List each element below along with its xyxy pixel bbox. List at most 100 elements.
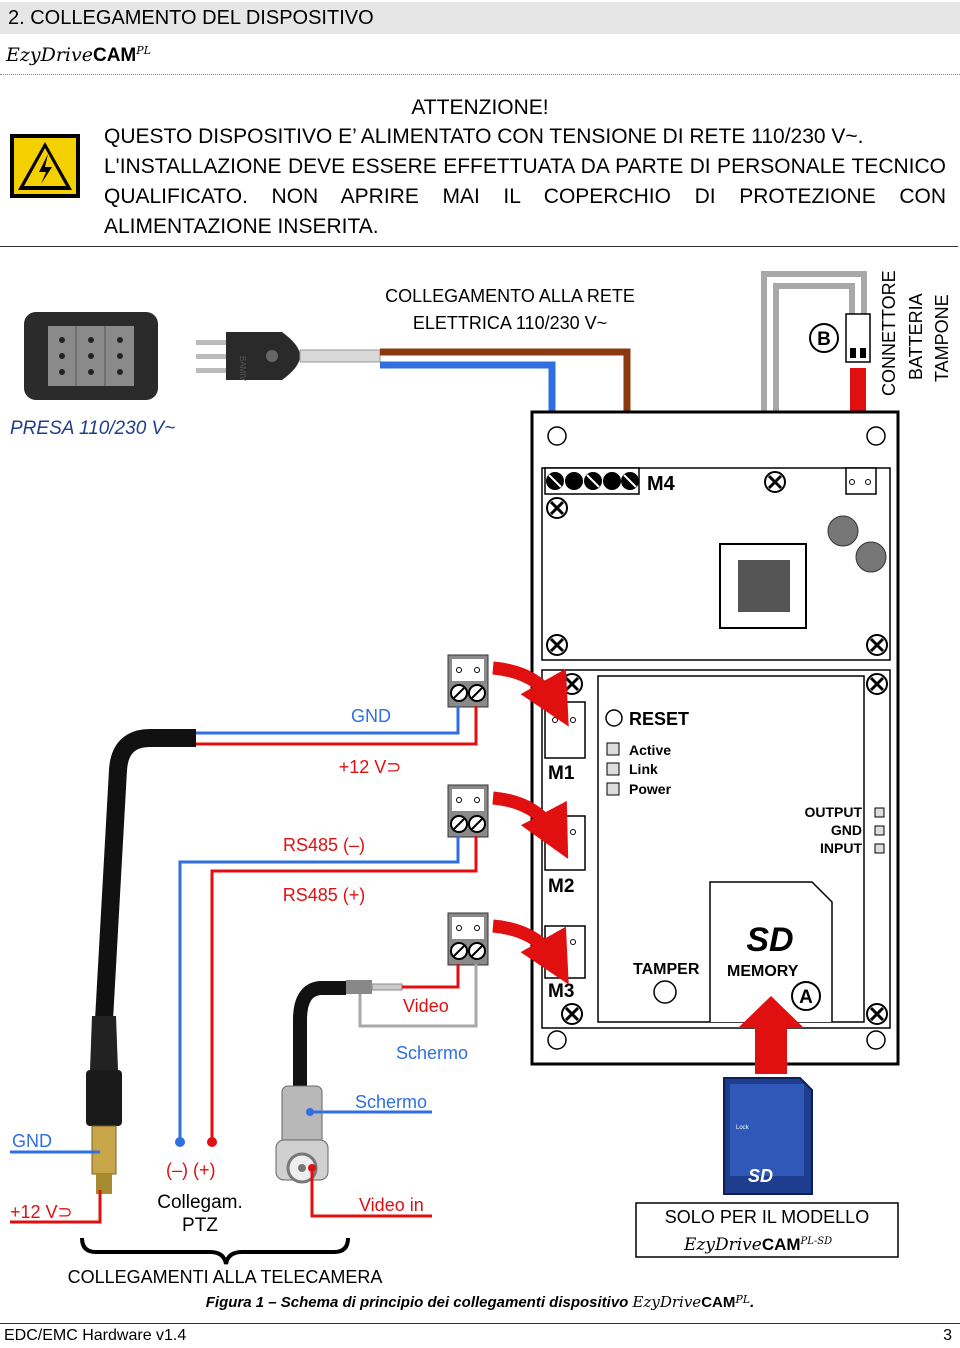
arrow-to-m2 — [492, 791, 569, 859]
memory-label: MEMORY — [727, 963, 799, 980]
plug-text: BAMIV — [238, 356, 247, 382]
mains-plug-icon: BAMIV — [196, 332, 381, 382]
high-voltage-icon — [10, 134, 80, 198]
sd-slot-logo: SD — [746, 921, 793, 959]
wall-socket-icon — [24, 312, 158, 400]
battery-connector — [845, 313, 871, 363]
sd-only-label: SOLO PER IL MODELLO — [665, 1207, 869, 1227]
connector-label-2: BATTERIA — [906, 293, 926, 380]
m1-label: M1 — [548, 763, 575, 784]
footer-divider — [0, 1323, 960, 1324]
caption-prefix: Figura 1 – Schema di principio dei colle… — [205, 1294, 633, 1311]
sd-brand-sup: PL-SD — [800, 1236, 833, 1247]
tamper-switch — [653, 980, 677, 1004]
video-label: Video — [403, 996, 449, 1016]
v12-left-label: +12 V⊃ — [10, 1202, 73, 1222]
brand-script: EzyDrive — [6, 44, 93, 66]
warning-line-2: L'INSTALLAZIONE DEVE ESSERE EFFETTUATA D… — [104, 155, 946, 178]
arrow-to-m1 — [492, 661, 569, 727]
brand-bold: CAM — [92, 45, 137, 66]
terminal-block-3 — [447, 912, 489, 966]
schermo-label-2: Schermo — [355, 1092, 427, 1112]
battery-wire-1 — [761, 271, 867, 468]
sd-card-icon: SD Lock — [723, 1077, 813, 1195]
sd-brand-bold: CAM — [762, 1235, 801, 1254]
rs485-minus-wire — [178, 836, 460, 1140]
v12-wire-label: +12 V⊃ — [339, 757, 402, 777]
input-label: INPUT — [820, 840, 862, 856]
rs485-plus-wire — [210, 836, 478, 1140]
camera-connections-label: COLLEGAMENTI ALLA TELECAMERA — [68, 1267, 383, 1287]
warning-line-1: QUESTO DISPOSITIVO E’ ALIMENTATO CON TEN… — [104, 125, 864, 148]
figure-caption: Figura 1 – Schema di principio dei colle… — [0, 1293, 960, 1311]
ptz-label-1: Collegam. — [157, 1192, 243, 1213]
ptz-label-2: PTZ — [182, 1215, 218, 1236]
gnd-wire-label: GND — [351, 706, 391, 726]
gnd-wire — [196, 706, 460, 735]
shield-wire — [358, 964, 478, 1028]
connector-label-3: TAMPONE — [932, 294, 952, 382]
brand-sup: PL — [136, 44, 151, 57]
ptz-polarity-label: (–) (+) — [166, 1160, 216, 1180]
terminal-block-2 — [447, 784, 489, 838]
bnc-connector-icon — [275, 1085, 329, 1184]
gnd-left-label: GND — [12, 1131, 52, 1151]
led-link — [606, 762, 620, 776]
caption-brand-bold: CAM — [701, 1294, 736, 1311]
marker-b-label: B — [817, 329, 831, 350]
sd-only-box — [635, 1202, 899, 1258]
battery-wire-2 — [773, 283, 855, 468]
sd-lock: Lock — [736, 1125, 750, 1131]
warning-line-3: QUALIFICATO. NON APRIRE MAI IL COPERCHIO… — [104, 185, 946, 208]
reset-label: RESET — [629, 709, 689, 729]
sd-brand: EzyDriveCAMPL-SD — [683, 1235, 832, 1255]
caption-brand-sup: PL — [735, 1293, 751, 1306]
out-gnd-label: GND — [831, 822, 862, 838]
video-in-label: Video in — [359, 1195, 424, 1215]
footer-page-number: 3 — [943, 1327, 952, 1344]
marker-a — [791, 981, 821, 1011]
led-power — [606, 782, 620, 796]
socket-label: PRESA 110/230 V~ — [10, 418, 175, 439]
dotted-divider — [0, 74, 960, 75]
footer-doc-version: EDC/EMC Hardware v1.4 — [4, 1327, 187, 1344]
tamper-label: TAMPER — [633, 961, 700, 978]
marker-b — [809, 323, 839, 353]
led-active-label: Active — [629, 742, 671, 758]
sd-card-logo: SD — [748, 1166, 773, 1186]
mains-label-2: ELETTRICA 110/230 V~ — [413, 313, 607, 333]
led-active — [606, 742, 620, 756]
reset-button — [605, 709, 623, 727]
bnc-video-wire — [310, 1168, 432, 1218]
connector-label-1: CONNETTORE — [879, 270, 899, 396]
dc-plug-icon — [86, 1016, 122, 1194]
m4-label: M4 — [647, 473, 676, 495]
brand-logo: EzyDriveCAMPL — [6, 44, 151, 67]
video-wire — [402, 964, 460, 989]
blue-mains-wire — [380, 361, 556, 468]
marker-a-label: A — [799, 987, 813, 1008]
m1-terminal — [544, 701, 586, 759]
mains-label-1: COLLEGAMENTO ALLA RETE — [385, 286, 635, 306]
warning-title: ATTENZIONE! — [411, 96, 549, 119]
sd-arrow — [738, 996, 804, 1028]
sd-brand-script: EzyDrive — [683, 1235, 762, 1255]
schermo-label-1: Schermo — [396, 1043, 468, 1063]
camera-brace — [80, 1237, 350, 1265]
output-label: OUTPUT — [804, 804, 862, 820]
arrow-to-m3 — [492, 919, 569, 985]
rs485-plus-label: RS485 (+) — [283, 885, 366, 905]
rs485-minus-label: RS485 (–) — [283, 835, 365, 855]
power-board — [541, 467, 891, 661]
coax-cable — [293, 981, 346, 1090]
m2-label: M2 — [548, 876, 574, 897]
v12-wire — [196, 706, 478, 746]
power-cable — [95, 729, 196, 1021]
led-link-label: Link — [629, 761, 658, 777]
section-title: 2. COLLEGAMENTO DEL DISPOSITIVO — [0, 2, 960, 34]
warning-line-4: ALIMENTAZIONE INSERITA. — [104, 215, 379, 238]
caption-suffix: . — [750, 1294, 755, 1311]
caption-brand-script: EzyDrive — [632, 1293, 702, 1311]
warning-box — [0, 82, 958, 247]
